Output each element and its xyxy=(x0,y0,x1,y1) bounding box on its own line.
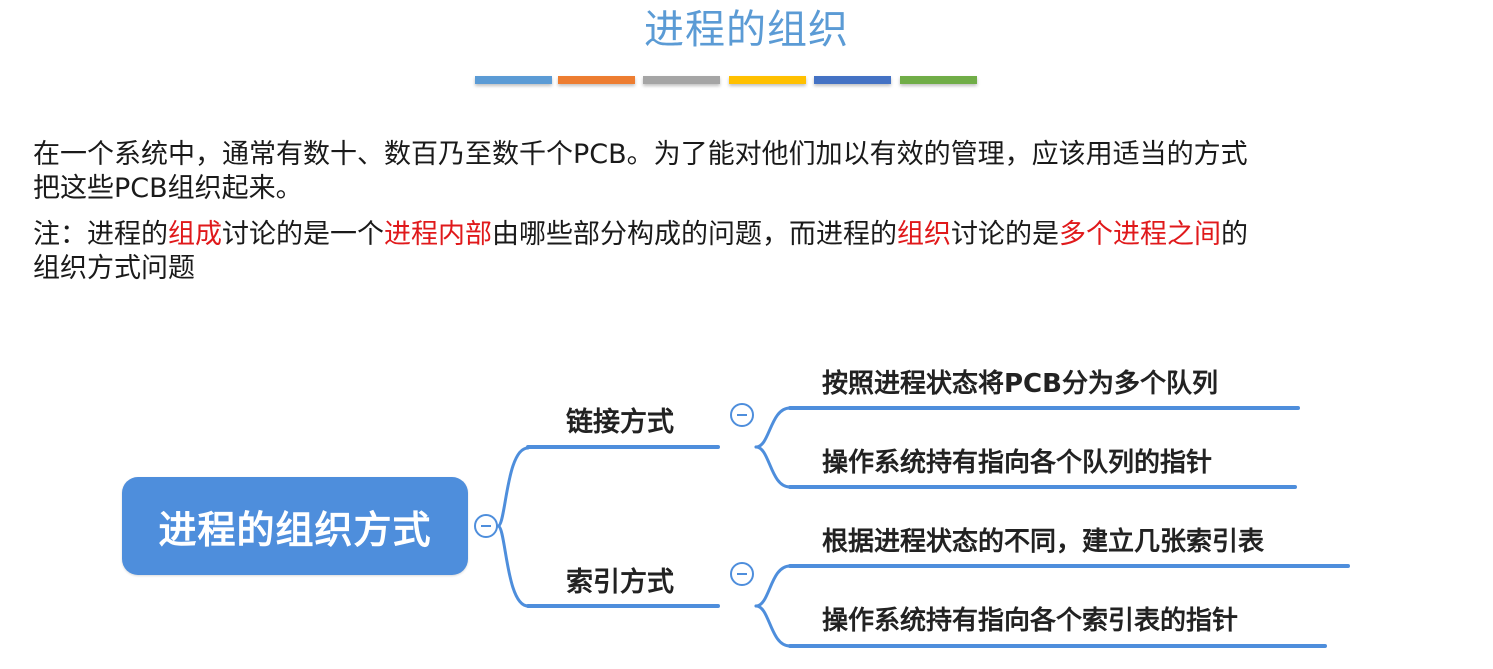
note-text: 注：进程的 xyxy=(33,219,168,250)
root-collapse-minus-icon[interactable] xyxy=(474,514,498,538)
color-bar-segment xyxy=(729,76,806,84)
branch-index-label[interactable]: 索引方式 xyxy=(566,567,674,598)
connector-root-link xyxy=(496,446,530,528)
note-highlight: 组成 xyxy=(168,219,222,250)
color-bar-segment xyxy=(558,76,635,84)
note-text: 由哪些部分构成的问题，而进程的 xyxy=(492,219,897,250)
mindmap-root-node[interactable]: 进程的组织方式 xyxy=(122,477,468,575)
connector-index-leaf-1 xyxy=(754,564,792,608)
branch-link-label[interactable]: 链接方式 xyxy=(566,407,674,438)
note-highlight: 多个进程之间 xyxy=(1059,219,1221,250)
note-highlight: 组织 xyxy=(897,219,951,250)
color-bar-segment xyxy=(643,76,720,84)
note-line-1: 注：进程的组成讨论的是一个进程内部由哪些部分构成的问题，而进程的组织讨论的是多个… xyxy=(33,218,1248,252)
connector-root-index xyxy=(496,524,530,608)
connector-link-leaf-1 xyxy=(754,406,792,449)
color-bar-segment xyxy=(900,76,977,84)
intro-paragraph-line-2: 把这些PCB组织起来。 xyxy=(33,173,303,204)
intro-paragraph-line-1: 在一个系统中，通常有数十、数百乃至数千个PCB。为了能对他们加以有效的管理，应该… xyxy=(33,139,1248,170)
note-text: 的 xyxy=(1221,219,1248,250)
leaf-link-pointer[interactable]: 操作系统持有指向各个队列的指针 xyxy=(822,448,1213,478)
leaf-index-pointer[interactable]: 操作系统持有指向各个索引表的指针 xyxy=(822,606,1239,636)
connector-index-leaf-2 xyxy=(754,604,792,648)
note-highlight: 进程内部 xyxy=(384,219,492,250)
branch-link-collapse-minus-icon[interactable] xyxy=(730,403,754,427)
root-node-label: 进程的组织方式 xyxy=(158,507,432,552)
slide-title: 进程的组织 xyxy=(644,7,849,53)
color-bar-segment xyxy=(814,76,891,84)
branch-index-collapse-minus-icon[interactable] xyxy=(730,562,754,586)
leaf-link-queue[interactable]: 按照进程状态将PCB分为多个队列 xyxy=(822,369,1218,399)
color-bar-segment xyxy=(475,76,552,84)
note-text: 讨论的是一个 xyxy=(222,219,384,250)
note-text: 讨论的是 xyxy=(951,219,1059,250)
connector-link-leaf-2 xyxy=(754,445,792,489)
note-line-2: 组织方式问题 xyxy=(33,253,195,284)
leaf-index-table[interactable]: 根据进程状态的不同，建立几张索引表 xyxy=(822,527,1265,557)
